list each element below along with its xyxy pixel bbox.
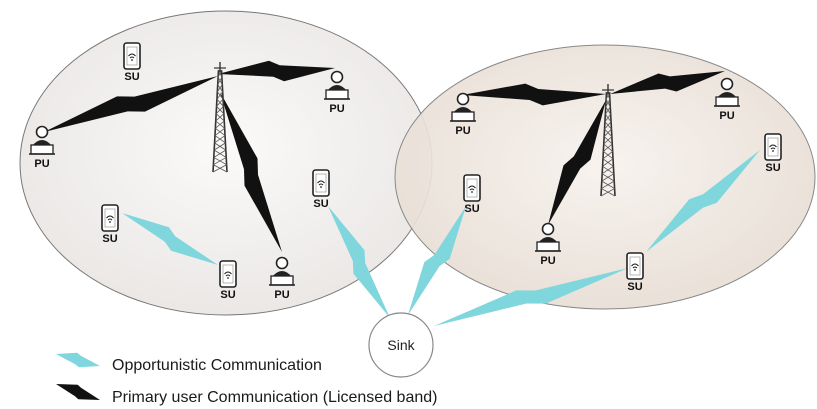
- pu-node: PU: [714, 77, 740, 122]
- su-node: SU: [312, 169, 330, 210]
- pu-label: PU: [329, 103, 344, 115]
- su-label: SU: [765, 162, 780, 174]
- pu-label: PU: [540, 255, 555, 267]
- pu-label: PU: [719, 110, 734, 122]
- pu-node: PU: [29, 125, 55, 170]
- su-label: SU: [102, 233, 117, 245]
- su-label: SU: [627, 281, 642, 293]
- pu-label: PU: [274, 289, 289, 301]
- su-node: SU: [463, 174, 481, 215]
- su-node: SU: [764, 133, 782, 174]
- primary-link: [610, 71, 725, 94]
- legend-primary-label: Primary user Communication (Licensed ban…: [112, 389, 437, 406]
- su-label: SU: [313, 198, 328, 210]
- tower-right-icon: [600, 84, 616, 197]
- opportunistic-link: [328, 206, 390, 318]
- su-label: SU: [124, 71, 139, 83]
- opportunistic-link: [122, 213, 218, 265]
- primary-link: [220, 92, 282, 252]
- primary-link: [462, 83, 606, 106]
- legend-opportunistic-icon: [56, 352, 100, 368]
- legend-primary-icon: [56, 384, 100, 400]
- su-node: SU: [123, 42, 141, 83]
- tower-left-icon: [212, 62, 228, 173]
- pu-node: PU: [450, 92, 476, 137]
- pu-node: PU: [269, 256, 295, 301]
- opportunistic-link: [408, 206, 466, 315]
- opportunistic-link: [434, 268, 628, 326]
- opportunistic-link: [646, 150, 760, 252]
- primary-link: [218, 60, 335, 82]
- su-node: SU: [101, 204, 119, 245]
- right-cell: [394, 44, 816, 310]
- sink-node: Sink: [368, 312, 434, 378]
- legend-opportunistic-label: Opportunistic Communication: [112, 357, 322, 374]
- pu-node: PU: [324, 70, 350, 115]
- su-node: SU: [626, 252, 644, 293]
- pu-node: PU: [535, 222, 561, 267]
- primary-link: [44, 76, 218, 132]
- su-label: SU: [464, 203, 479, 215]
- pu-label: PU: [34, 158, 49, 170]
- sink-label: Sink: [387, 337, 415, 353]
- primary-link: [548, 100, 606, 225]
- su-node: SU: [219, 260, 237, 301]
- legend: Opportunistic Communication Primary user…: [56, 352, 437, 406]
- su-label: SU: [220, 289, 235, 301]
- pu-label: PU: [455, 125, 470, 137]
